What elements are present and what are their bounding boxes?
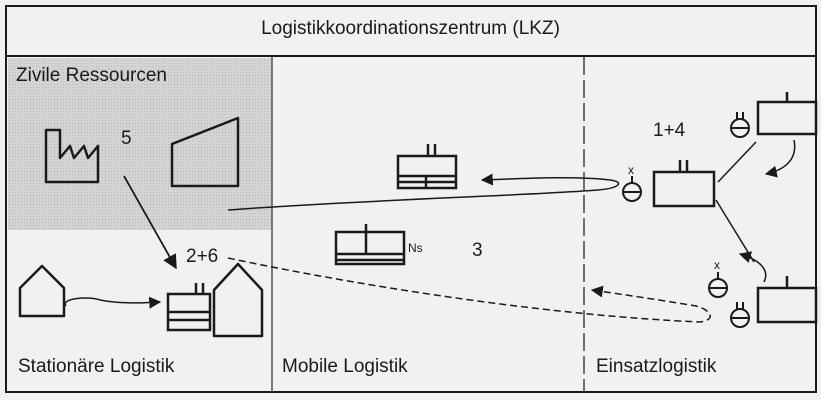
person-symbol-top [730,112,750,138]
flow-solid-return [227,173,620,211]
outer-frame [5,5,817,393]
deployment-unit-icon-top-right [756,92,818,136]
civil-resources-region [8,58,272,230]
arrow-curved-bottom-right [738,251,767,283]
flow-dashed-return [227,257,711,323]
house-icon-right [212,262,264,338]
person-symbol-lower [708,272,728,298]
warehouse-icon [170,116,240,188]
marker-x-upper: x [628,163,634,177]
section-label-mobile: Mobile Logistik [282,356,408,377]
step-label-1-plus-4: 1+4 [653,120,686,141]
arrow-curved-top-right [764,139,796,178]
section-label-stationary: Stationäre Logistik [18,356,175,377]
container-label-ns: Ns [408,241,423,255]
step-label-2-plus-6: 2+6 [186,246,219,267]
arrow-factory-to-stationary [123,175,177,270]
stationary-container-icon [166,283,212,332]
marker-x-lower: x [714,258,720,272]
mobile-container-icon-upper [396,144,458,190]
factory-icon [44,128,100,184]
mobile-container-icon-lower [334,224,406,266]
section-label-deployment: Einsatzlogistik [596,356,717,377]
step-label-5: 5 [121,128,132,149]
diagram-title: Logistikkoordinationszentrum (LKZ) [261,18,560,39]
person-symbol-center [622,176,642,202]
step-label-3: 3 [472,240,483,261]
link-unit-to-bottom-right [715,199,755,263]
person-symbol-bottom [730,302,750,328]
deployment-unit-icon [652,160,716,208]
arrow-house-loop [64,296,162,309]
section-label-civil: Zivile Ressourcen [16,65,167,86]
link-unit-to-top-right [717,141,757,183]
deployment-unit-icon-bottom-right [756,276,818,324]
house-icon [18,264,66,318]
